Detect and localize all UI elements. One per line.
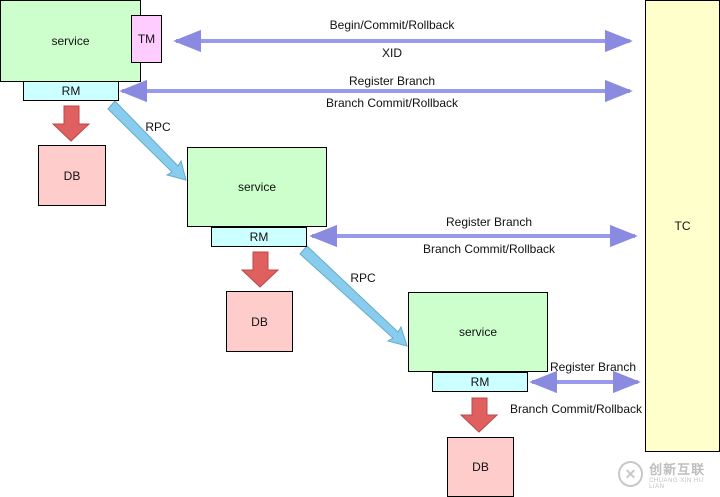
register-branch-label-3: Register Branch bbox=[549, 360, 637, 374]
rm-label-2: RM bbox=[249, 230, 269, 244]
rpc-label-1: RPC bbox=[145, 120, 171, 134]
rm-box-1: RM bbox=[23, 81, 119, 101]
rpc-label-2: RPC bbox=[350, 271, 376, 285]
branch-commit-rollback-label-2: Branch Commit/Rollback bbox=[422, 242, 556, 256]
service-box-2: service bbox=[187, 147, 327, 227]
rm-label-3: RM bbox=[470, 375, 490, 389]
rm-box-3: RM bbox=[432, 372, 528, 392]
watermark-english: CHUANG XIN HU LIAN bbox=[649, 477, 704, 490]
rm-box-2: RM bbox=[211, 227, 307, 247]
db-arrow-1 bbox=[51, 105, 91, 142]
tm-label: TM bbox=[137, 32, 156, 46]
tm-box: TM bbox=[131, 15, 162, 63]
tc-box: TC bbox=[645, 0, 720, 452]
db-arrow-3 bbox=[459, 397, 499, 433]
begin-commit-rollback-label: Begin/Commit/Rollback bbox=[329, 18, 455, 32]
xid-label: XID bbox=[381, 46, 403, 60]
service-box-3: service bbox=[408, 292, 548, 372]
service-label-3: service bbox=[458, 325, 497, 339]
tc-label: TC bbox=[674, 219, 691, 233]
db-box-2: DB bbox=[226, 291, 293, 352]
db-box-1: DB bbox=[38, 145, 106, 206]
db-label-3: DB bbox=[472, 460, 489, 474]
db-arrow-2 bbox=[240, 251, 280, 288]
db-label-1: DB bbox=[63, 168, 81, 183]
service-box-1: service bbox=[0, 0, 141, 82]
rpc-arrow-2 bbox=[299, 245, 408, 347]
db-box-3: DB bbox=[447, 437, 514, 497]
service-label-1: service bbox=[51, 34, 90, 48]
rm-label-1: RM bbox=[61, 84, 81, 98]
db-label-2: DB bbox=[251, 314, 268, 329]
register-branch-label-1: Register Branch bbox=[348, 74, 436, 88]
watermark-logo: ✕ 创新互联 CHUANG XIN HU LIAN bbox=[618, 454, 718, 494]
watermark-icon: ✕ bbox=[618, 461, 644, 487]
watermark-chinese: 创新互联 bbox=[649, 461, 706, 477]
register-branch-label-2: Register Branch bbox=[445, 215, 533, 229]
rpc-arrow-1 bbox=[107, 100, 187, 181]
branch-commit-rollback-label-1: Branch Commit/Rollback bbox=[325, 96, 459, 110]
branch-commit-rollback-label-3: Branch Commit/Rollback bbox=[509, 402, 643, 416]
service-label-2: service bbox=[237, 180, 276, 194]
